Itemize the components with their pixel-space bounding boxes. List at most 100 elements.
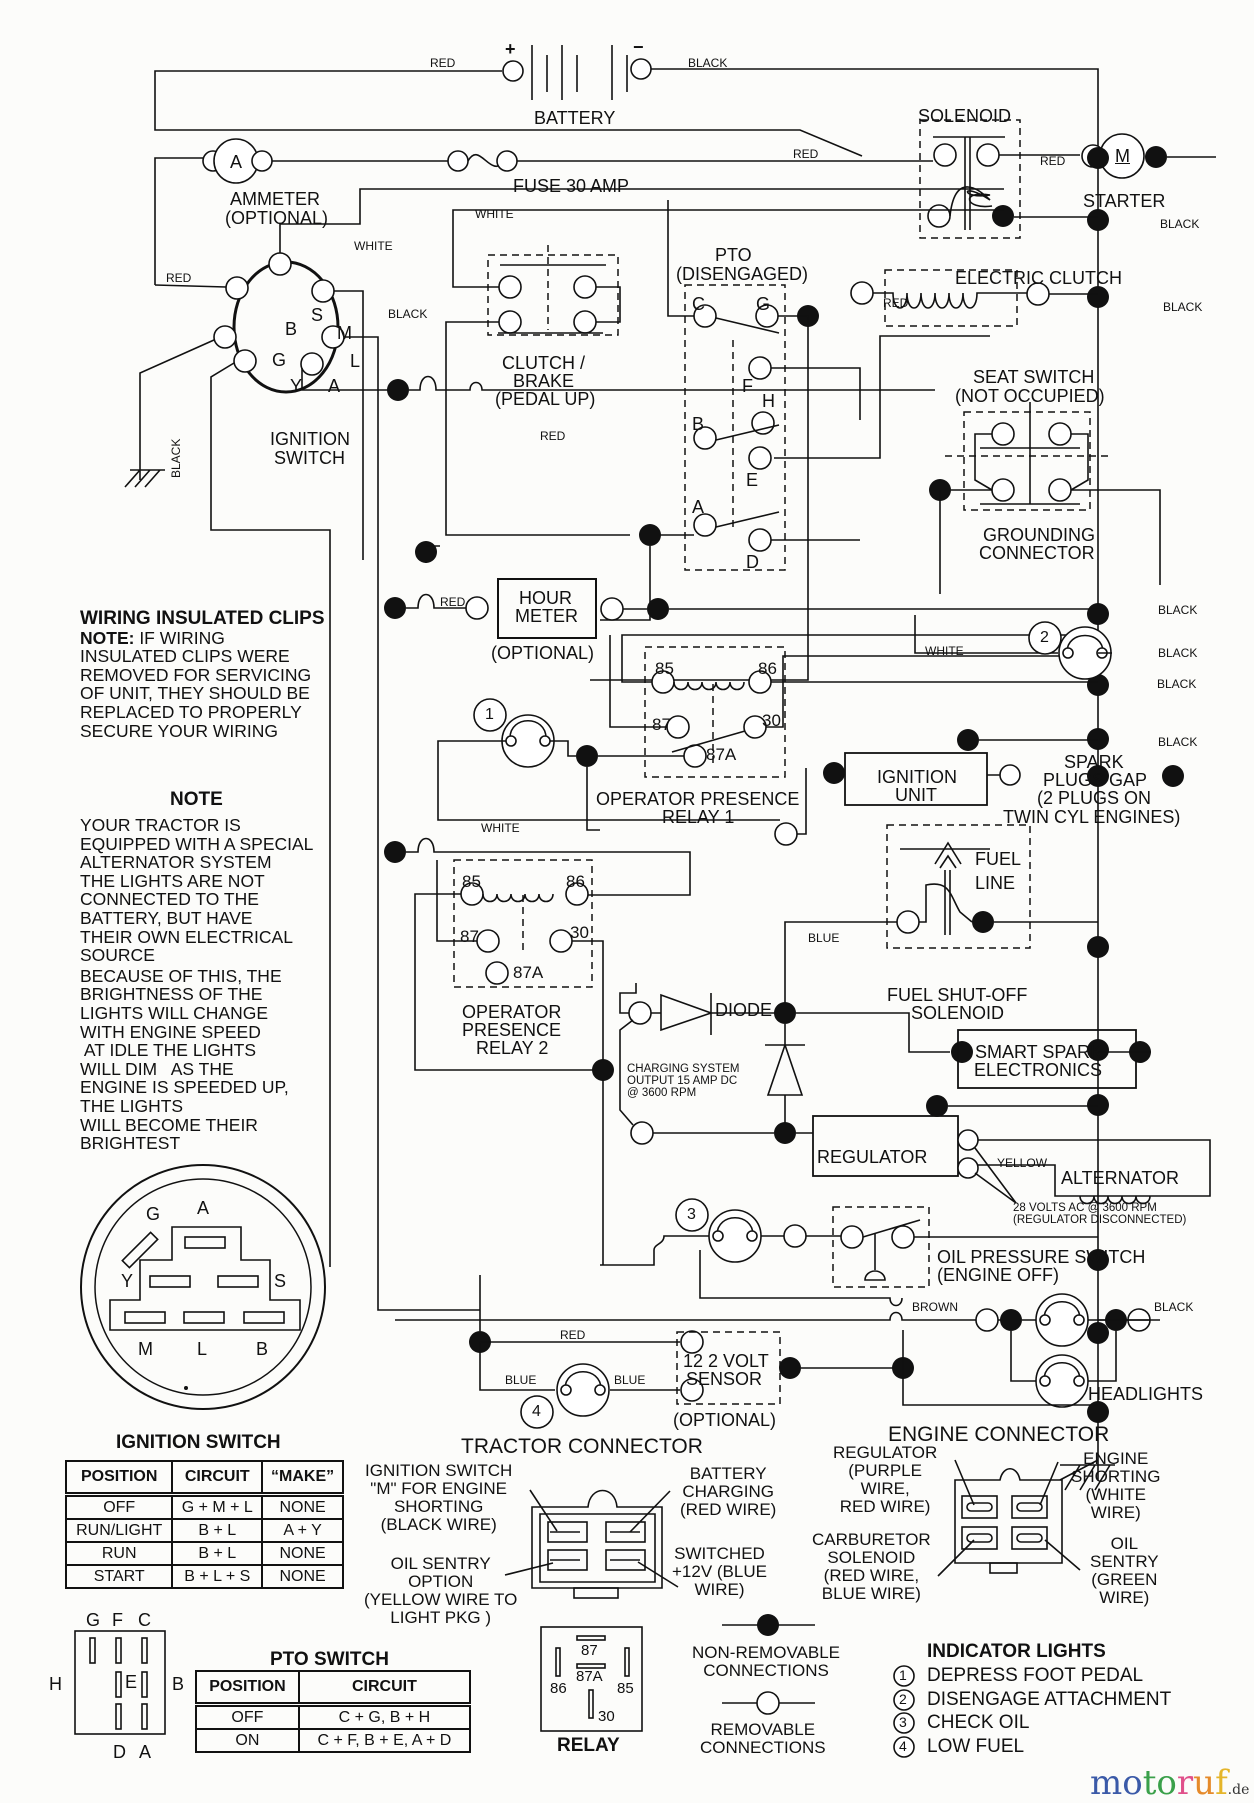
pto-switch-symbol <box>684 284 786 571</box>
seat-switch-symbol <box>945 402 1110 511</box>
cell-make: NONE <box>261 1541 344 1566</box>
wire-label-black: BLACK <box>1158 646 1198 660</box>
note-line: AT IDLE THE LIGHTS <box>80 1040 257 1061</box>
starter-label: STARTER <box>1083 191 1166 211</box>
cell-position: RUN/LIGHT <box>64 1518 174 1543</box>
wire-label-red: RED <box>540 429 566 443</box>
label-line: REGULATOR <box>833 1443 938 1462</box>
wire-label-white: WHITE <box>475 207 514 221</box>
wire-label-blue: BLUE <box>808 931 840 945</box>
wire-label-red: RED <box>1040 154 1066 168</box>
diode-label: DIODE <box>715 1000 773 1020</box>
ammeter-symbol <box>154 138 450 285</box>
relay-legend-86: 86 <box>550 1680 567 1697</box>
note-line: BATTERY, BUT HAVE <box>80 907 253 928</box>
relay1-pin-85: 85 <box>655 659 674 678</box>
indicator-bubble-3 <box>675 1198 709 1232</box>
watermark-letter: o <box>1156 1763 1177 1803</box>
headlight-2-symbol <box>1035 1354 1089 1408</box>
relay1-pin-30: 30 <box>762 711 781 730</box>
table-row: START B + L + S NONE <box>64 1564 344 1589</box>
cell-position: RUN <box>64 1541 174 1566</box>
watermark-suffix: .de <box>1227 1782 1250 1798</box>
cell-circuit: B + L <box>171 1541 264 1566</box>
ignition-switch-label-1: IGNITION <box>270 429 350 449</box>
indicator-light-3-symbol <box>708 1209 762 1263</box>
wire-label-black: BLACK <box>1157 677 1197 691</box>
label-line: "M" FOR ENGINE <box>370 1479 508 1498</box>
wire-label-white: WHITE <box>925 644 964 658</box>
ground-symbol-left <box>124 469 165 488</box>
indicator-num-3: 3 <box>687 1206 696 1223</box>
spark-plugs-label-3: (2 PLUGS ON <box>1037 788 1152 808</box>
relay-legend-30: 30 <box>598 1708 615 1725</box>
pto-terminal-e: E <box>746 470 759 490</box>
indicator-legend-label-3: CHECK OIL <box>927 1712 1030 1733</box>
col-header-position: POSITION <box>195 1670 300 1707</box>
label-line: SHORTING <box>393 1497 484 1516</box>
relay2-label-1: OPERATOR <box>462 1002 562 1022</box>
seat-switch-label: SEAT SWITCH <box>973 367 1095 387</box>
relay2-pin-86: 86 <box>566 872 585 891</box>
cell-circuit: B + L + S <box>171 1564 264 1589</box>
pto-terminal-b: B <box>692 414 705 434</box>
relay1-label-1: OPERATOR PRESENCE <box>596 789 800 809</box>
ground-symbol <box>1060 1464 1115 1491</box>
alternator-label: ALTERNATOR <box>1061 1168 1180 1188</box>
note-line: THE LIGHTS <box>80 1095 184 1116</box>
wire-red-main <box>409 375 935 391</box>
label-line: SENTRY <box>1090 1552 1159 1571</box>
cell-position: ON <box>195 1728 300 1753</box>
removable-connection-symbol <box>722 1691 815 1715</box>
clips-line-4: REPLACED TO PROPERLY <box>80 701 302 722</box>
ignition-unit-label-2: UNIT <box>895 785 937 805</box>
pto-terminal-f: F <box>742 376 753 396</box>
cell-circuit: B + L <box>171 1518 264 1543</box>
grounding-label-1: GROUNDING <box>983 525 1095 545</box>
operator-relay-1-symbol <box>644 646 786 778</box>
cell-position: START <box>64 1564 174 1589</box>
label-line: NON-REMOVABLE <box>692 1643 840 1662</box>
clutch-brake-label-2: BRAKE <box>513 371 575 391</box>
wire-label-white: WHITE <box>354 239 393 253</box>
label-line: (PURPLE <box>848 1461 922 1480</box>
indicator-bubble-4 <box>520 1395 554 1429</box>
watermark-letter: u <box>1193 1763 1216 1803</box>
regulator-box <box>812 1115 959 1177</box>
ignition-switch-table: POSITION CIRCUIT “MAKE” OFF G + M + L NO… <box>64 1460 344 1589</box>
wire-label-red: RED <box>430 56 456 70</box>
battery-minus-sign: − <box>633 37 644 57</box>
hour-meter-box <box>497 578 597 639</box>
cell-circuit: C + F, B + E, A + D <box>297 1728 472 1753</box>
label-line: CARBURETOR <box>812 1530 931 1549</box>
engine-connector-title: ENGINE CONNECTOR <box>888 1423 1110 1446</box>
cell-make: NONE <box>261 1493 344 1520</box>
ign-terminal-g: G <box>272 350 287 370</box>
ignition-switch-face <box>80 1164 326 1410</box>
battery-symbol <box>154 45 1099 158</box>
label-line: WIRE) <box>1099 1588 1150 1607</box>
ign-terminal-a: A <box>328 376 341 396</box>
pto-face-e: E <box>125 1672 138 1692</box>
wire-label-black: BLACK <box>1163 300 1203 314</box>
hour-meter-label-2: METER <box>515 606 578 626</box>
fuel-solenoid-label-1: FUEL SHUT-OFF <box>887 985 1028 1005</box>
alternator-note: 28 VOLTS AC @ 3600 RPM (REGULATOR DISCON… <box>1013 1202 1186 1226</box>
wire-red-ign-b <box>154 284 227 288</box>
note-line: BRIGHTNESS OF THE <box>80 984 263 1005</box>
wire-ign-l <box>344 336 379 1120</box>
watermark-letter: o <box>1122 1763 1143 1803</box>
label-line: WIRE) <box>1090 1503 1141 1522</box>
indicator-lights-title: INDICATOR LIGHTS <box>927 1641 1106 1662</box>
indicator-num-4: 4 <box>532 1403 541 1420</box>
pto-table-title: PTO SWITCH <box>270 1649 389 1670</box>
label-line: SOLENOID <box>827 1548 916 1567</box>
fuel-solenoid-label-2: SOLENOID <box>911 1003 1005 1023</box>
note-line: THEIR OWN ELECTRICAL <box>80 926 293 947</box>
wire-label-brown: BROWN <box>912 1300 958 1314</box>
relay2-pin-87: 87 <box>460 927 479 946</box>
label-line: WIRE, <box>860 1479 910 1498</box>
engine-connector-symbol <box>937 1459 1081 1577</box>
label-line: IGNITION SWITCH <box>365 1461 513 1480</box>
relay1-pin-87: 87 <box>652 715 671 734</box>
